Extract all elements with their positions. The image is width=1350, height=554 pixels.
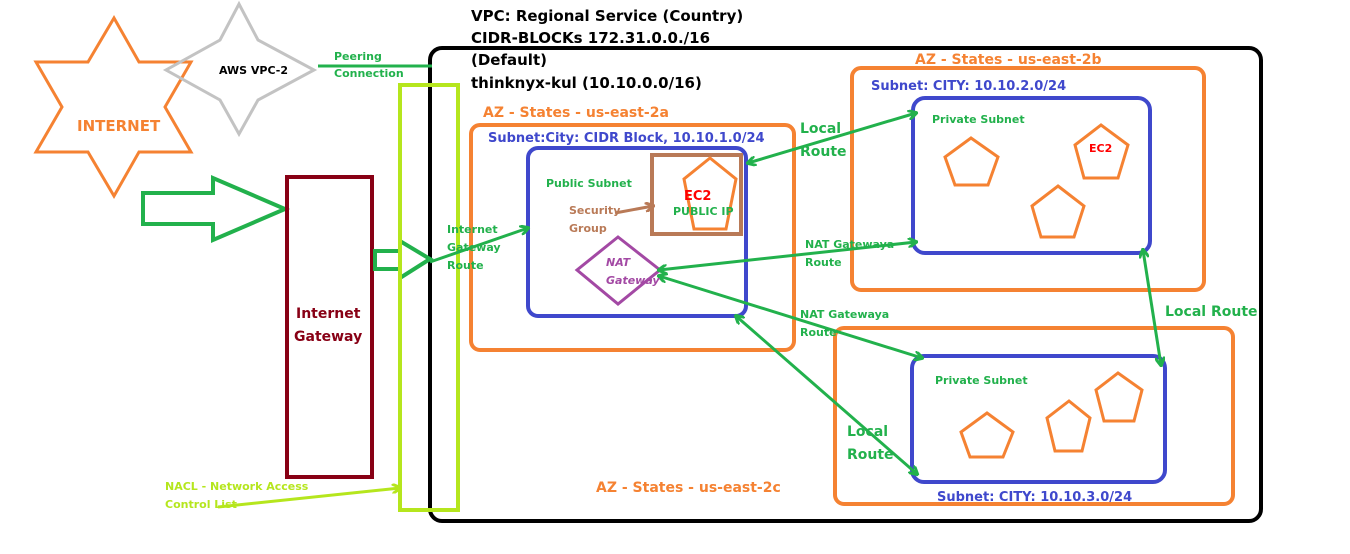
vpc-title-line4: thinknyx-kul (10.10.0.0/16) xyxy=(471,74,702,92)
az-b-title: AZ - States - us-east-2b xyxy=(915,52,1102,68)
ec2-public-box xyxy=(650,153,743,236)
vpc-title-line2: CIDR-BLOCKs 172.31.0.0./16 xyxy=(471,29,710,47)
ec2-pentagon-icon xyxy=(1073,123,1130,180)
nat-gateway-line1: NAT xyxy=(606,256,632,269)
subnet-a-title: Subnet:City: CIDR Block, 10.10.1.0/24 xyxy=(488,131,765,146)
vpc-title-line3: (Default) xyxy=(471,51,547,69)
ec2-private-label: EC2 xyxy=(1089,142,1112,155)
public-subnet-label: Public Subnet xyxy=(546,177,632,190)
nat-route-c-line2: Route xyxy=(800,326,837,339)
local-route-bc-label: Local Route xyxy=(1165,304,1258,320)
nat-route-arrow-b xyxy=(659,242,916,270)
ec2-pentagon-icon xyxy=(943,136,1000,187)
ec2-pentagon-icon xyxy=(1094,371,1144,423)
internet-to-igw-arrow xyxy=(141,174,291,244)
nacl-label-line1: NACL - Network Access xyxy=(165,480,309,493)
az-us-east-2b-box xyxy=(850,66,1206,292)
private-subnet-c-label: Private Subnet xyxy=(935,374,1028,387)
igw-label-line1: Internet xyxy=(296,306,361,322)
internet-label: INTERNET xyxy=(77,117,161,135)
internet-star-icon xyxy=(33,15,194,199)
security-group-line1: Security xyxy=(569,204,620,217)
local-route-b-line2: Route xyxy=(800,144,847,160)
local-route-c-line2: Route xyxy=(847,447,894,463)
ec2-public-label: EC2 xyxy=(684,189,711,204)
igw-route-arrow xyxy=(429,228,528,264)
private-subnet-b-box xyxy=(911,96,1152,255)
vpc-boundary xyxy=(428,46,1263,523)
nat-gateway-diamond-icon xyxy=(574,235,663,306)
nacl-pointer xyxy=(217,488,400,509)
nacl-label-line2: Control List xyxy=(165,498,237,511)
nat-route-b-line2: Route xyxy=(805,256,842,269)
subnet-c-title: Subnet: CITY: 10.10.3.0/24 xyxy=(937,490,1132,505)
ec2-pentagon-icon xyxy=(1030,184,1086,239)
igw-to-nacl-arrow xyxy=(373,237,434,282)
internet-gateway-box xyxy=(285,175,374,479)
igw-label-line2: Gateway xyxy=(294,329,362,345)
vpc-title-line1: VPC: Regional Service (Country) xyxy=(471,7,743,25)
nat-route-b-line1: NAT Gatewaya xyxy=(805,238,894,251)
public-ip-label: PUBLIC IP xyxy=(673,205,734,218)
az-c-title: AZ - States - us-east-2c xyxy=(596,480,781,496)
local-route-arrow-a-c xyxy=(736,316,917,474)
igw-route-line2: Gateway xyxy=(447,241,501,254)
igw-route-line3: Route xyxy=(447,259,484,272)
local-route-arrow-b-c xyxy=(1143,250,1161,365)
ec2-pentagon-icon xyxy=(959,411,1015,459)
security-group-arrow xyxy=(614,206,653,215)
subnet-b-title: Subnet: CITY: 10.10.2.0/24 xyxy=(871,79,1066,94)
peering-label-line1: Peering xyxy=(334,50,382,63)
security-group-line2: Group xyxy=(569,222,607,235)
aws-vpc2-star-icon xyxy=(162,0,318,138)
ec2-pentagon-icon xyxy=(1045,399,1092,453)
peering-label-line2: Connection xyxy=(334,67,404,80)
nacl-bar xyxy=(398,83,460,512)
ec2-public-pentagon-icon xyxy=(682,156,738,231)
local-route-c-line1: Local xyxy=(847,424,888,440)
local-route-arrow-a-b xyxy=(748,113,916,163)
nat-route-c-line1: NAT Gatewaya xyxy=(800,308,889,321)
private-subnet-b-label: Private Subnet xyxy=(932,113,1025,126)
local-route-b-line1: Local xyxy=(800,121,841,137)
nat-gateway-line2: Gateway xyxy=(606,274,660,287)
igw-route-line1: Internet xyxy=(447,223,498,236)
aws-vpc2-label: AWS VPC-2 xyxy=(219,64,288,77)
az-a-title: AZ - States - us-east-2a xyxy=(483,105,669,121)
